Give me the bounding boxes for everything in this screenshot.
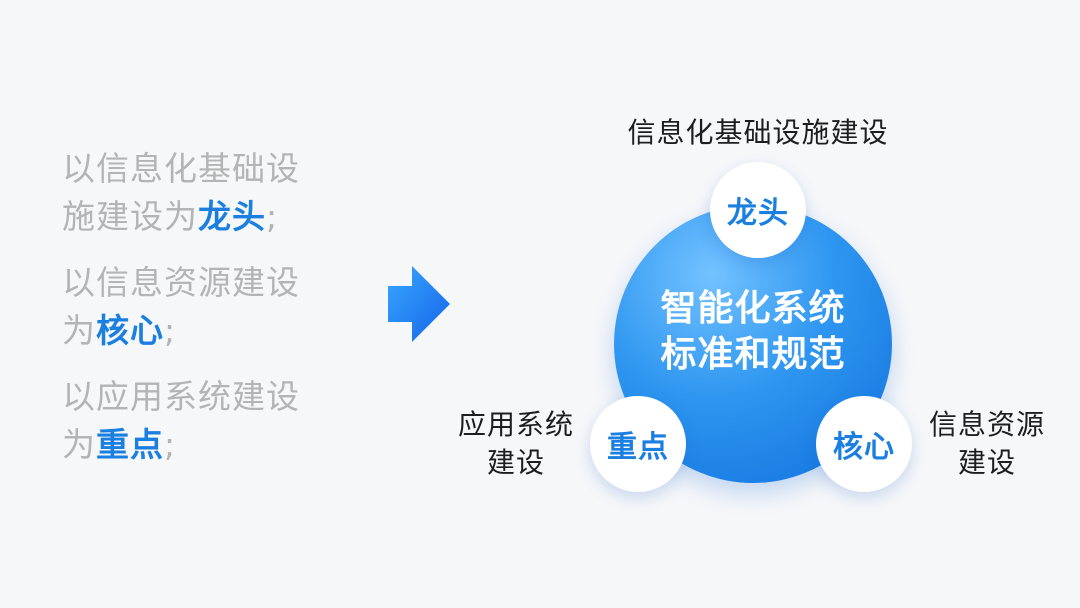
node-left: 重点 [590,396,686,492]
statement-text: 以信息资源建设为 [62,263,300,350]
statement-punct: ; [164,311,177,350]
node-right-label: 核心 [833,430,895,465]
statement-text: 以信息化基础设施建设为 [62,149,300,236]
statement-item-2: 以信息资源建设为核心; [62,259,332,355]
node-left-caption-line-1: 应用系统 [457,408,574,441]
statement-highlight: 龙头 [198,197,266,236]
node-top: 龙头 [710,162,806,258]
statement-list: 以信息化基础设施建设为龙头; 以信息资源建设为核心; 以应用系统建设为重点; [62,145,332,487]
statement-highlight: 重点 [96,425,164,464]
statement-text: 以应用系统建设为 [62,377,300,464]
node-left-caption: 应用系统 建设 [452,406,580,482]
statement-item-1: 以信息化基础设施建设为龙头; [62,145,332,241]
core-title-line-1: 智能化系统 [660,288,846,329]
node-top-caption: 信息化基础设施建设 [627,116,889,149]
node-right-caption-line-1: 信息资源 [928,408,1045,441]
node-left-caption-line-2: 建设 [486,446,545,479]
node-right: 核心 [816,396,912,492]
node-right-caption-line-2: 建设 [957,446,1016,479]
node-right-caption: 信息资源 建设 [922,406,1052,482]
node-top-label: 龙头 [727,196,789,231]
node-left-label: 重点 [607,430,669,465]
statement-punct: ; [164,425,177,464]
core-title-line-2: 标准和规范 [660,334,846,375]
statement-highlight: 核心 [96,311,164,350]
right-arrow-icon [388,266,450,342]
statement-item-3: 以应用系统建设为重点; [62,373,332,469]
statement-punct: ; [266,197,279,236]
core-title: 智能化系统 标准和规范 [614,286,892,378]
